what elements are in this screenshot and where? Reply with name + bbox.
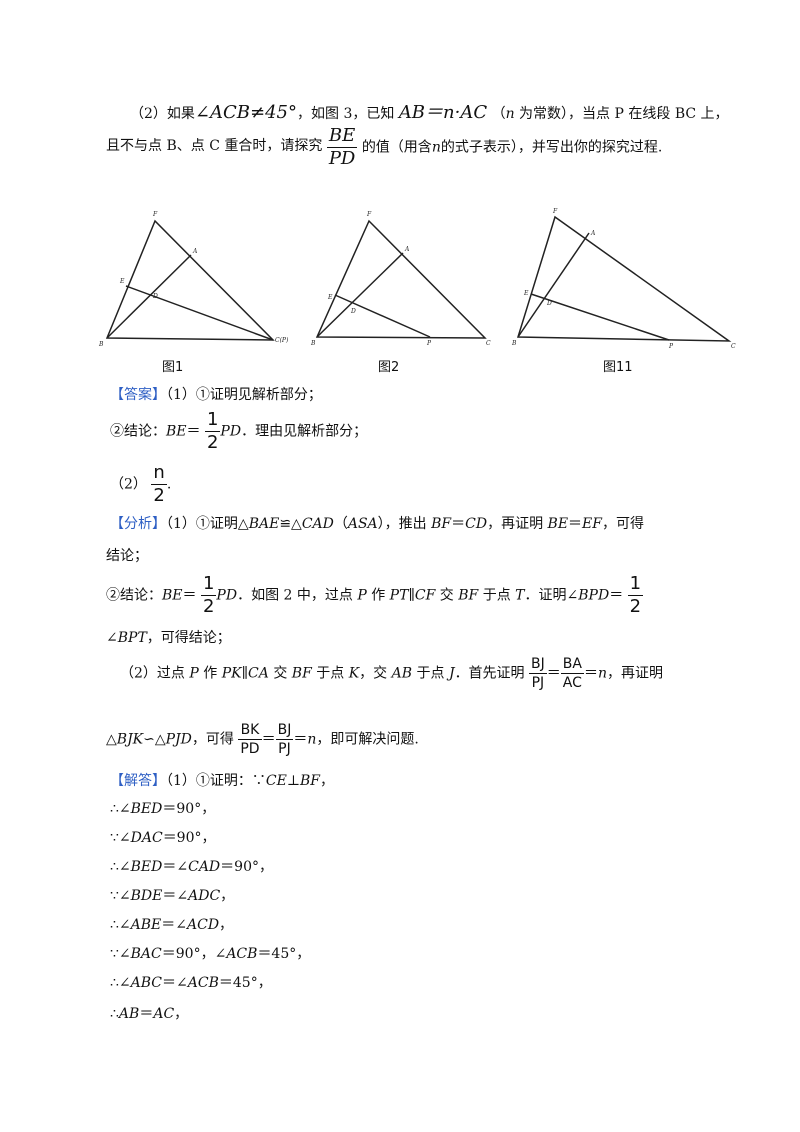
fig1-label-a: A [192, 248, 198, 255]
fig2-label-c: C [486, 340, 491, 347]
fig2-label-p: P [426, 340, 432, 347]
analysis-line-5: （2）过点 P 作 PK∥CA 交 BF 于点 K，交 AB 于点 J．首先证明… [120, 656, 663, 691]
fig1-label-e: E [119, 278, 125, 285]
fraction-bj-pj: BJ PJ [529, 656, 547, 691]
fig3-line-ba [517, 232, 590, 338]
fig2-label-f: F [366, 211, 372, 218]
solution-line-head: 【解答】（1）①证明：∵CE⊥BF， [110, 773, 335, 789]
figure-3 [516, 215, 732, 342]
fig1-label-f: F [152, 211, 158, 218]
geometry-figures: F A E D B C(P) F A E D B P C F A E D B P… [98, 208, 736, 350]
figure-2 [315, 219, 487, 339]
analysis-line-4: ∠BPT，可得结论； [106, 630, 231, 646]
fraction-one-half-2: 1 2 [200, 573, 217, 617]
fig3-label-a: A [590, 230, 596, 237]
fig1-triangle-fbc [105, 219, 275, 341]
analysis-line-1: 【分析】（1）①证明△BAE≌△CAD（ASA），推出 BF＝CD，再证明 BE… [110, 516, 644, 532]
fig3-triangle-fbc [516, 215, 732, 342]
fig2-label-b: B [310, 340, 316, 347]
fig2-label-e: E [327, 294, 333, 301]
fig1-label-d: D [152, 293, 158, 300]
figure-caption-1: 图1 [162, 360, 184, 375]
analysis-line-6: △BJK∽△PJD，可得 BK PD ＝ BJ PJ ＝n，即可解决问题. [106, 722, 419, 757]
fig3-line-ep [530, 293, 670, 341]
solution-step-2: ∵∠DAC＝90°， [110, 830, 216, 846]
fraction-one-half-3: 1 2 [627, 573, 644, 617]
fig2-triangle-fbc [315, 219, 487, 339]
fig1-line-ec [125, 285, 274, 341]
question-line-2: 且不与点 B、点 C 重合时，请探究 BE PD 的值（用含n的式子表示），并写… [106, 125, 663, 169]
solution-step-1: ∴∠BED＝90°， [110, 801, 216, 817]
fig3-label-f: F [552, 208, 558, 215]
fraction-bk-pd: BK PD [238, 722, 262, 757]
figure-caption-2: 图2 [378, 360, 400, 375]
fraction-n-over-2: n 2 [151, 462, 167, 506]
figure-1 [105, 219, 275, 341]
fig2-line-ep [334, 294, 431, 338]
solution-step-8: ∴AB＝AC， [110, 1006, 189, 1022]
fig1-label-c: C(P) [275, 337, 289, 344]
answer-line-1: 【答案】（1）①证明见解析部分； [110, 387, 322, 403]
fig3-label-e: E [523, 290, 529, 297]
solution-tag: 【解答】 [110, 773, 166, 789]
fig2-line-ba [316, 252, 404, 338]
fig3-label-d: D [546, 300, 552, 307]
analysis-tag: 【分析】 [110, 516, 166, 532]
analysis-line-2: 结论； [106, 548, 148, 564]
fraction-bj-pj-2: BJ PJ [275, 722, 294, 757]
answer-line-3: （2） n 2 . [110, 462, 172, 506]
solution-step-4: ∵∠BDE＝∠ADC， [110, 888, 235, 904]
fraction-ba-ac: BA AC [560, 656, 584, 691]
solution-step-7: ∴∠ABC＝∠ACB＝45°， [110, 975, 272, 991]
fig1-label-b: B [98, 341, 104, 348]
solution-step-3: ∴∠BED＝∠CAD＝90°， [110, 859, 273, 875]
fig2-label-d: D [350, 308, 356, 315]
fig3-label-p: P [668, 343, 674, 350]
figure-caption-3: 图11 [603, 360, 633, 375]
analysis-line-3: ②结论：BE＝ 1 2 PD．如图 2 中，过点 P 作 PT∥CF 交 BF … [106, 573, 644, 617]
answer-tag: 【答案】 [110, 387, 166, 403]
solution-step-5: ∴∠ABE＝∠ACD， [110, 917, 234, 933]
fig3-label-b: B [511, 340, 517, 347]
fig3-label-c: C [731, 343, 736, 350]
fraction-be-pd: BE PD [326, 125, 358, 169]
answer-line-2: ②结论：BE＝ 1 2 PD．理由见解析部分； [110, 409, 368, 453]
fig2-label-a: A [404, 246, 410, 253]
fraction-one-half: 1 2 [204, 409, 221, 453]
question-line-1: （2）如果∠ACB≠45°，如图 3，已知 AB＝n·AC （n 为常数），当点… [130, 102, 729, 123]
fig1-line-ba [106, 254, 192, 339]
solution-step-6: ∵∠BAC＝90°，∠ACB＝45°， [110, 946, 311, 962]
